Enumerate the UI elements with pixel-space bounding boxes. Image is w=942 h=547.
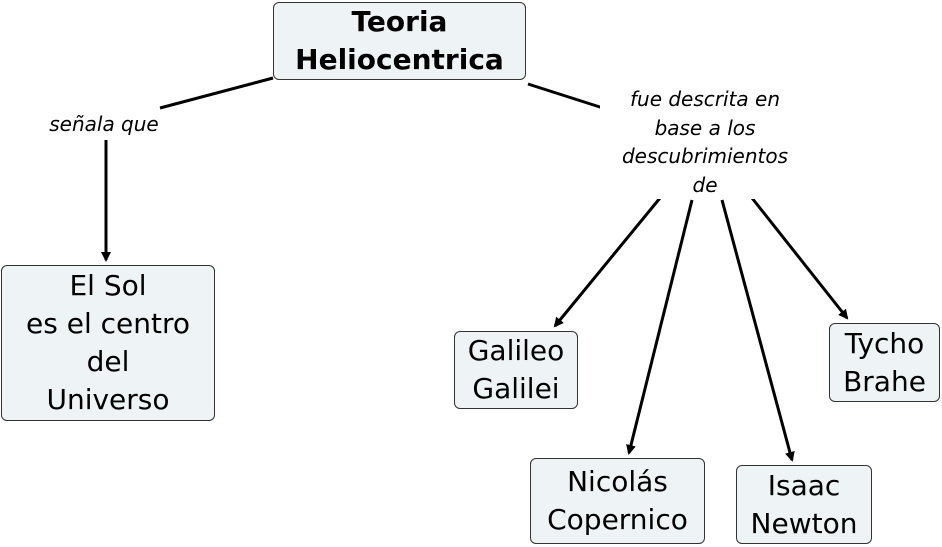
link-text: señala que [49,112,159,136]
node-text: Teoria [351,5,448,38]
node-text: Tycho [844,326,925,360]
node-text: Heliocentrica [295,43,504,76]
arrow-to-tycho [750,197,849,320]
link-label-right: fue descrita en base a los descubrimient… [600,85,810,199]
arrow-to-copernico [626,199,694,455]
node-text: Newton [750,506,858,540]
arrow-to-newton [720,199,795,462]
node-newton[interactable]: Isaac Newton [736,465,872,544]
node-tycho[interactable]: Tycho Brahe [829,323,940,402]
node-text: El Sol [69,269,147,302]
node-text: Universo [46,383,170,416]
node-text: Nicolás [567,465,668,498]
node-sol[interactable]: El Sol es el centro del Universo [1,265,215,421]
link-label-left: señala que [34,110,174,139]
line-root-to-left-label [159,76,274,110]
node-text: Brahe [843,364,926,398]
node-text: es el centro [26,307,190,340]
node-text: Galileo [467,334,565,367]
node-galileo[interactable]: Galileo Galilei [454,331,578,409]
link-text: base a los [654,115,756,140]
link-text: descubrimientos [621,144,789,168]
link-text: fue descrita en [629,87,780,111]
node-text: Galilei [472,372,560,405]
line-root-to-right-label [527,82,604,110]
arrow-to-galileo [553,197,662,328]
node-text: Isaac [767,468,841,502]
node-text: Copernico [547,503,688,536]
node-text: del [86,345,130,378]
link-text: de [692,172,718,197]
node-copernico[interactable]: Nicolás Copernico [530,458,705,544]
root-node[interactable]: Teoria Heliocentrica [273,2,526,80]
